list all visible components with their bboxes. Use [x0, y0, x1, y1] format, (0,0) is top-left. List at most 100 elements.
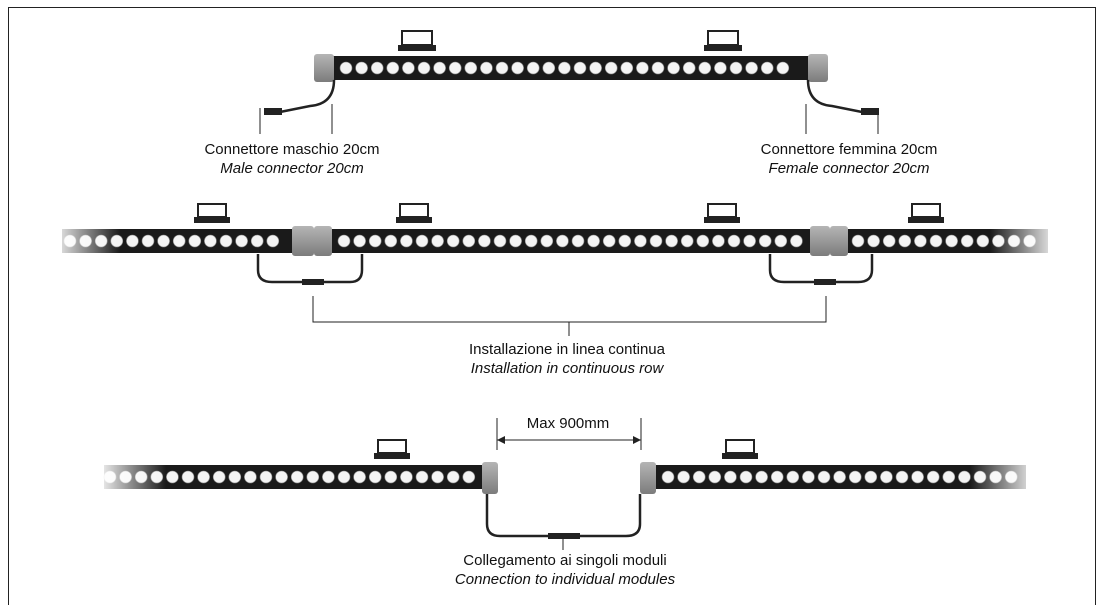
led-icon [370, 61, 384, 75]
led-icon [774, 234, 788, 248]
led-icon [698, 61, 712, 75]
individual-modules-label: Collegamento ai singoli moduli Connectio… [454, 552, 676, 588]
mounting-bracket-icon [704, 203, 740, 223]
led-icon [620, 61, 634, 75]
male-connector-icon [264, 108, 282, 115]
led-icon [524, 234, 538, 248]
led-icon [244, 470, 257, 484]
mounting-bracket-icon [908, 203, 944, 223]
led-icon [692, 470, 706, 484]
led-icon [770, 470, 784, 484]
led-icon [958, 470, 971, 484]
max-distance-label: Max 900mm [526, 415, 610, 432]
led-icon [589, 61, 602, 75]
led-icon [724, 470, 737, 484]
top-module-left-cap [314, 54, 334, 82]
led-icon [851, 234, 865, 248]
connector-icon [302, 279, 324, 285]
led-icon [212, 470, 226, 484]
led-icon [942, 470, 956, 484]
led-icon [306, 470, 320, 484]
led-icon [649, 234, 663, 248]
male-connector-label: Connettore maschio 20cm Male connector 2… [204, 141, 380, 177]
led-icon [417, 61, 431, 75]
led-icon [540, 234, 554, 248]
mounting-bracket-icon [398, 30, 436, 51]
led-icon [353, 234, 366, 248]
led-icon [141, 234, 155, 248]
female-cable [806, 79, 863, 114]
led-icon [542, 61, 556, 75]
led-icon [322, 470, 335, 484]
led-icon [976, 234, 990, 248]
mounting-bracket-icon [396, 203, 432, 223]
individual-row [96, 418, 1040, 550]
continuous-row-label: Installazione in linea continua Installa… [469, 341, 665, 377]
led-icon [604, 61, 618, 75]
led-icon [914, 234, 927, 248]
led-icon [926, 470, 940, 484]
led-icon [337, 234, 351, 248]
led-icon [848, 470, 862, 484]
led-icon [464, 61, 478, 75]
male-cable [279, 79, 336, 114]
led-icon [386, 61, 400, 75]
led-icon [446, 470, 460, 484]
led-icon [355, 61, 368, 75]
connector-icon [548, 533, 580, 539]
led-icon [817, 470, 831, 484]
led-icon [651, 61, 665, 75]
led-icon [634, 234, 647, 248]
led-icon [228, 470, 242, 484]
led-icon [776, 61, 790, 75]
connecting-cable [485, 494, 642, 538]
led-icon [898, 234, 912, 248]
led-icon [708, 470, 722, 484]
led-icon [739, 470, 753, 484]
led-icon [714, 61, 727, 75]
led-icon [339, 61, 353, 75]
led-icon [433, 61, 446, 75]
led-icon [275, 470, 288, 484]
led-icon [219, 234, 233, 248]
led-icon [197, 470, 210, 484]
led-icon [188, 234, 202, 248]
led-icon [259, 470, 273, 484]
top-module-right-cap [808, 54, 828, 82]
led-icon [337, 470, 351, 484]
led-icon [802, 470, 815, 484]
led-icon [556, 234, 569, 248]
led-icon [682, 61, 696, 75]
led-icon [755, 470, 768, 484]
led-icon [448, 61, 462, 75]
top-module [259, 30, 879, 134]
led-icon [729, 61, 743, 75]
led-icon [895, 470, 909, 484]
led-icon [526, 61, 540, 75]
led-icon [266, 234, 280, 248]
led-icon [511, 61, 524, 75]
loop-cable-left [256, 254, 364, 284]
led-icon [368, 470, 382, 484]
led-icon [157, 234, 170, 248]
led-icon [745, 61, 758, 75]
led-icon [384, 470, 398, 484]
led-icon [790, 234, 803, 248]
led-icon [495, 61, 509, 75]
top-module-leds [339, 61, 790, 75]
led-icon [602, 234, 616, 248]
led-icon [677, 470, 690, 484]
led-icon [587, 234, 600, 248]
led-icon [493, 234, 507, 248]
led-icon [204, 234, 217, 248]
led-icon [415, 234, 429, 248]
continuous-row [50, 203, 1060, 336]
led-icon [250, 234, 264, 248]
led-icon [864, 470, 878, 484]
led-icon [166, 470, 179, 484]
led-icon [680, 234, 694, 248]
led-icon [867, 234, 880, 248]
led-icon [462, 470, 476, 484]
led-icon [431, 234, 444, 248]
